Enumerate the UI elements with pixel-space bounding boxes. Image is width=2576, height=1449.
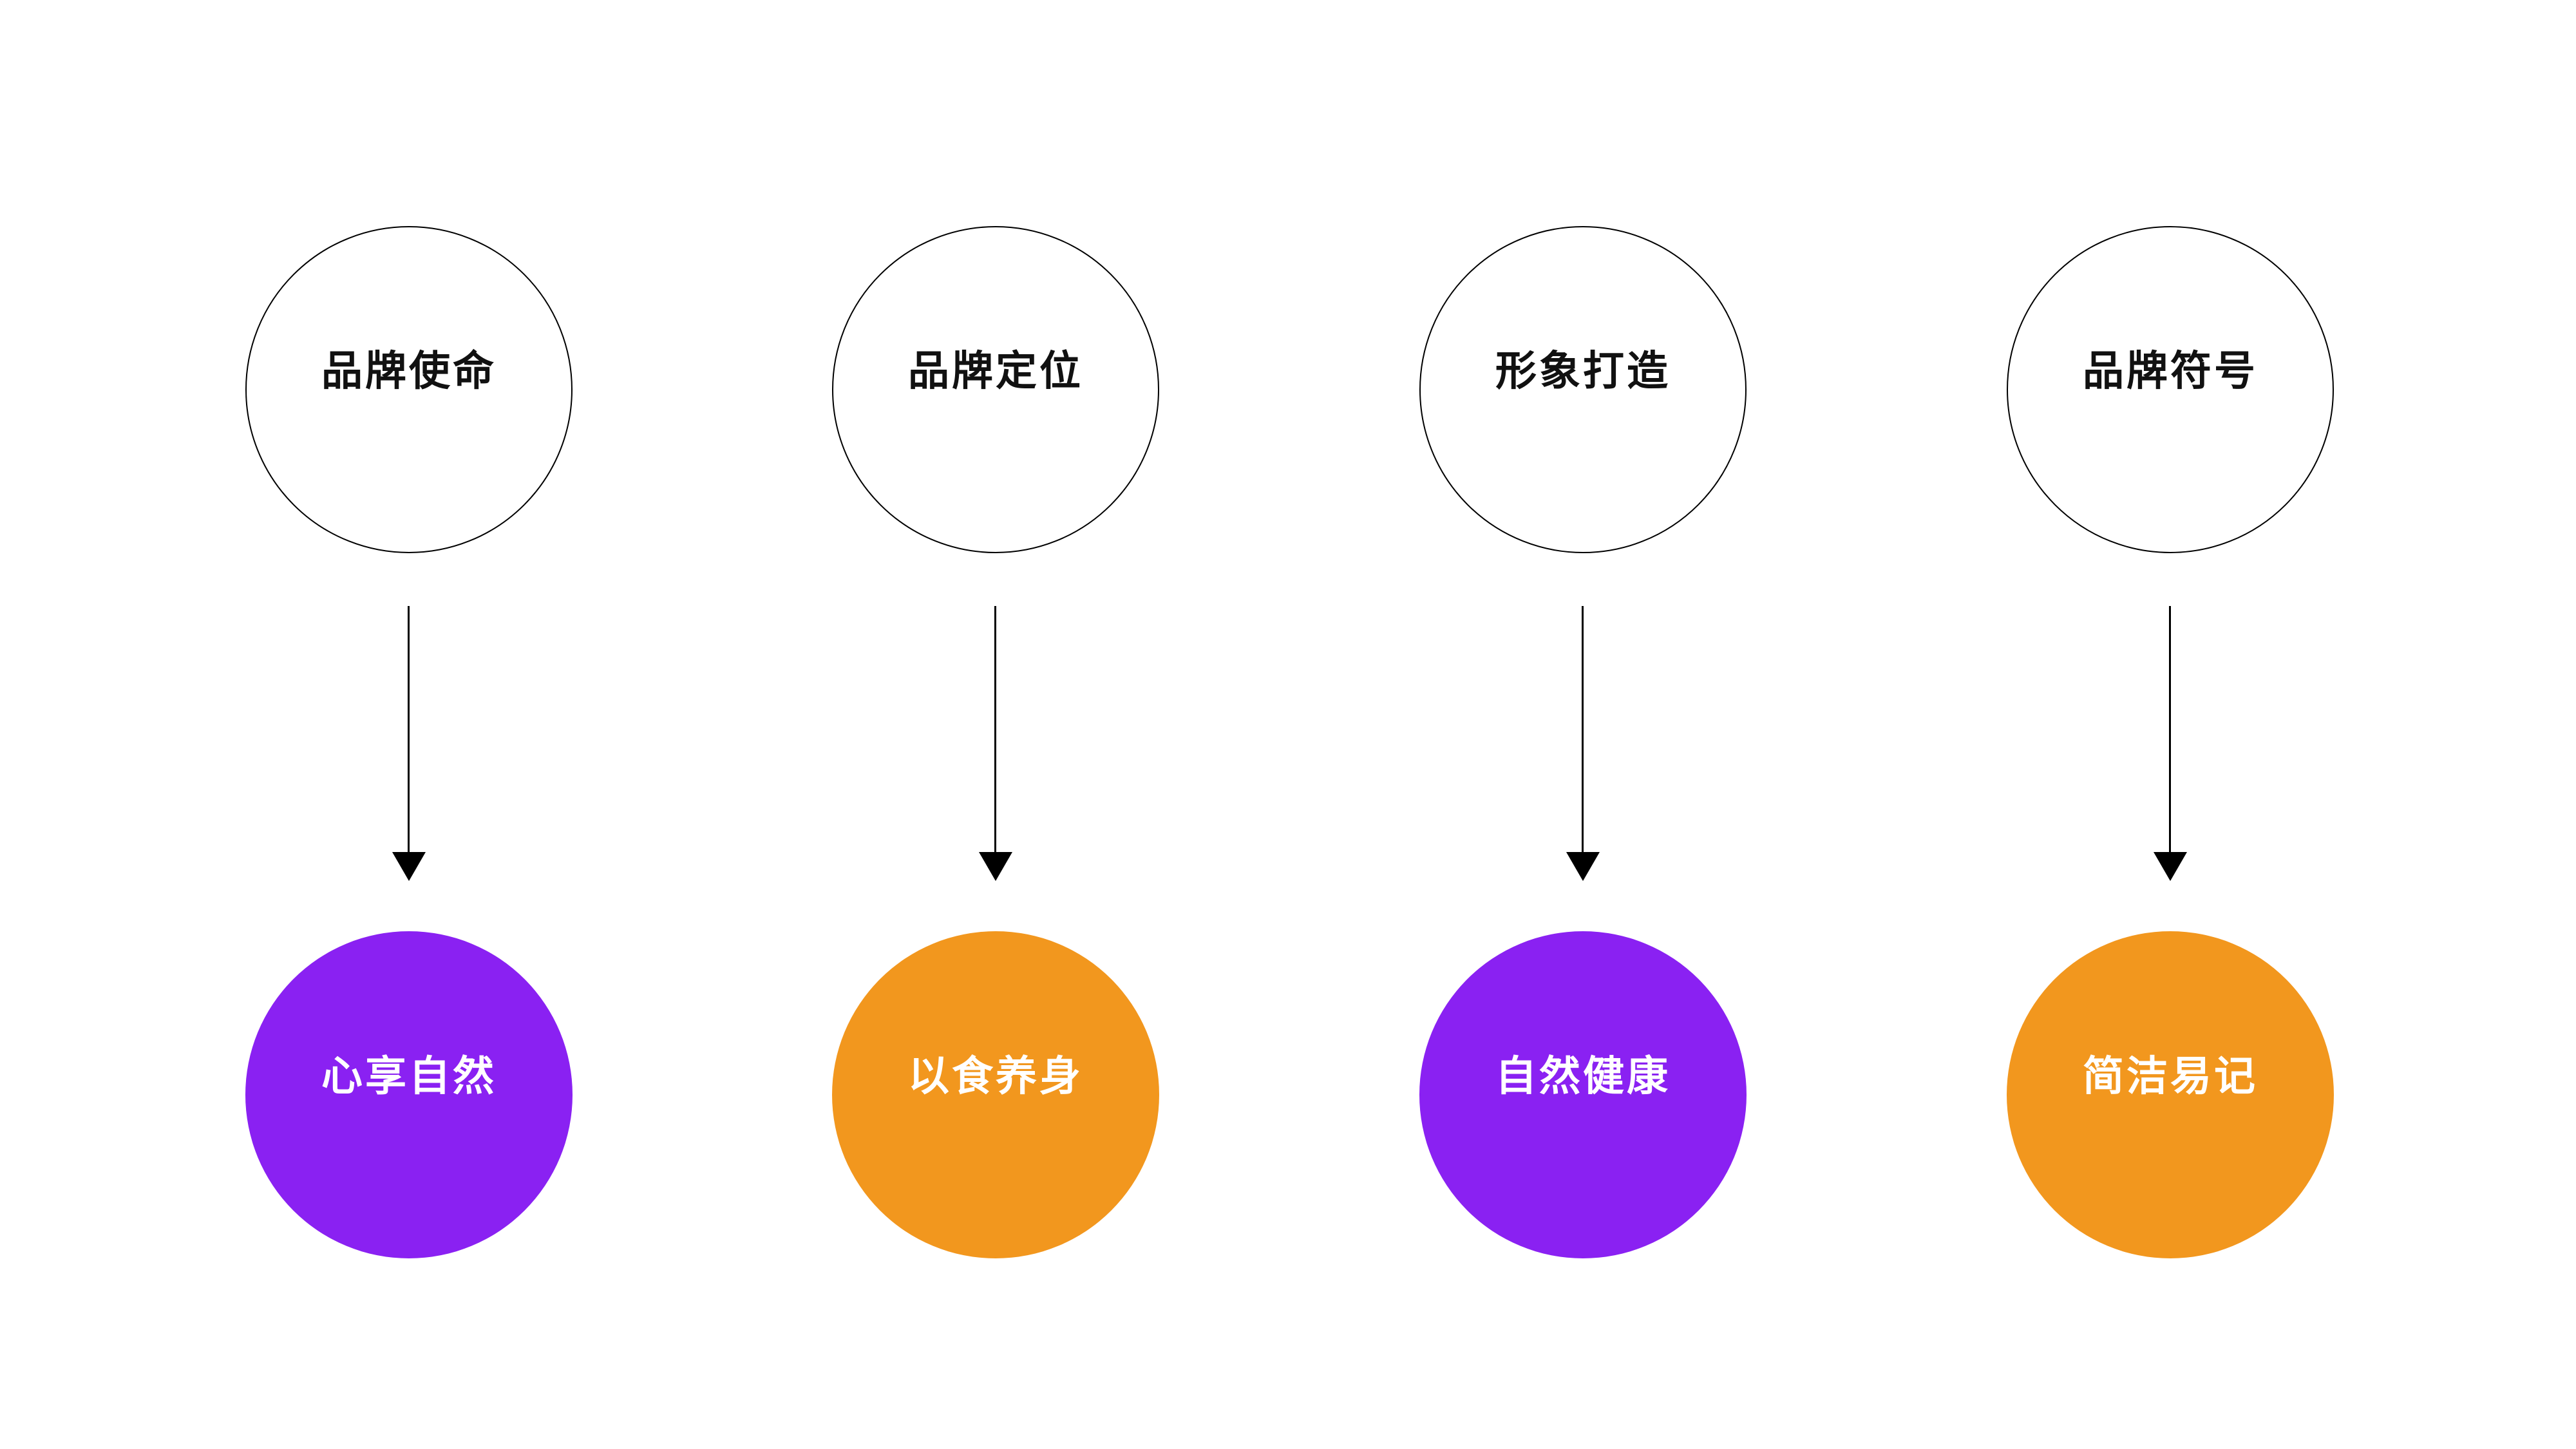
diagram-column: 品牌符号 简洁易记 — [2006, 0, 2334, 1449]
stage-node: 品牌符号 — [2007, 226, 2334, 553]
value-node: 简洁易记 — [2007, 931, 2334, 1258]
diagram-column: 品牌定位 以食养身 — [831, 0, 1160, 1449]
diagram-column: 形象打造 自然健康 — [1419, 0, 1747, 1449]
down-arrow-icon — [2154, 852, 2187, 881]
stage-node: 形象打造 — [1419, 226, 1747, 553]
value-label: 简洁易记 — [2083, 1053, 2258, 1099]
down-arrow-line — [408, 606, 410, 853]
value-label: 自然健康 — [1495, 1053, 1671, 1099]
down-arrow-line — [2169, 606, 2171, 853]
value-label: 以食养身 — [908, 1053, 1083, 1099]
value-node: 自然健康 — [1419, 931, 1747, 1258]
down-arrow-icon — [1566, 852, 1600, 881]
down-arrow-icon — [979, 852, 1012, 881]
diagram-column: 品牌使命 心享自然 — [245, 0, 573, 1449]
stage-label: 形象打造 — [1495, 348, 1671, 394]
stage-node: 品牌定位 — [832, 226, 1159, 553]
value-node: 心享自然 — [245, 931, 573, 1258]
value-label: 心享自然 — [321, 1053, 497, 1099]
down-arrow-icon — [392, 852, 426, 881]
down-arrow-line — [994, 606, 996, 853]
stage-node: 品牌使命 — [245, 226, 573, 553]
stage-label: 品牌定位 — [908, 348, 1083, 394]
stage-label: 品牌符号 — [2083, 348, 2258, 394]
down-arrow-line — [1582, 606, 1584, 853]
stage-label: 品牌使命 — [321, 348, 497, 394]
value-node: 以食养身 — [832, 931, 1159, 1258]
